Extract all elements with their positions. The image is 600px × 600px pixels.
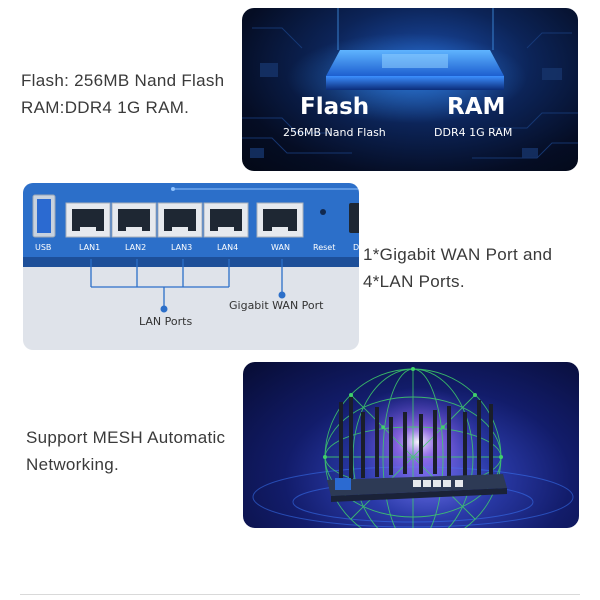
mesh-caption-line-2: Networking. [26,455,120,474]
mesh-globe-illustration [252,367,574,528]
flash-title: Flash [300,94,370,120]
ram-caption-line: RAM:DDR4 1G RAM. [21,98,190,117]
lan3-label: LAN3 [171,243,193,252]
router-front-edge [23,257,359,267]
flash-ram-caption: Flash: 256MB Nand Flash RAM:DDR4 1G RAM. [21,67,224,121]
ports-caption-line-1: 1*Gigabit WAN Port and [363,245,553,264]
lan-callout-dot [160,305,168,313]
lan1-label: LAN1 [79,243,101,252]
ports-image: USB LAN1 LAN2 LAN3 LAN4 WAN Reset D LAN … [23,183,359,350]
ports-caption: 1*Gigabit WAN Port and 4*LAN Ports. [363,241,552,295]
wan-label: WAN [271,243,290,252]
chip-illustration [242,8,578,159]
flash-ram-image: Flash RAM 256MB Nand Flash DDR4 1G RAM [242,8,578,171]
lan4-label: LAN4 [217,243,239,252]
mesh-caption: Support MESH Automatic Networking. [26,424,225,478]
wan-callout-dot [278,291,286,299]
lan-ports-callout: LAN Ports [139,315,193,328]
ports-caption-line-2: 4*LAN Ports. [363,272,465,291]
router-body-icon [327,474,507,502]
ram-subtitle: DDR4 1G RAM [434,126,513,139]
ports-illustration [32,187,359,313]
usb-port-icon [32,194,56,238]
flash-subtitle: 256MB Nand Flash [283,126,386,139]
antenna-icons [339,397,493,480]
flash-caption-line: Flash: 256MB Nand Flash [21,71,225,90]
reset-label: Reset [313,243,336,252]
bottom-divider [20,594,580,595]
mesh-caption-line-1: Support MESH Automatic [26,428,226,447]
ram-title: RAM [447,94,506,120]
mesh-networking-image [243,362,579,528]
lan2-label: LAN2 [125,243,147,252]
reset-hole-icon [320,209,326,215]
ethernet-ports-icon [65,202,304,238]
usb-label: USB [35,243,52,252]
dc-label-partial: D [353,243,359,252]
wan-port-callout: Gigabit WAN Port [229,299,324,312]
